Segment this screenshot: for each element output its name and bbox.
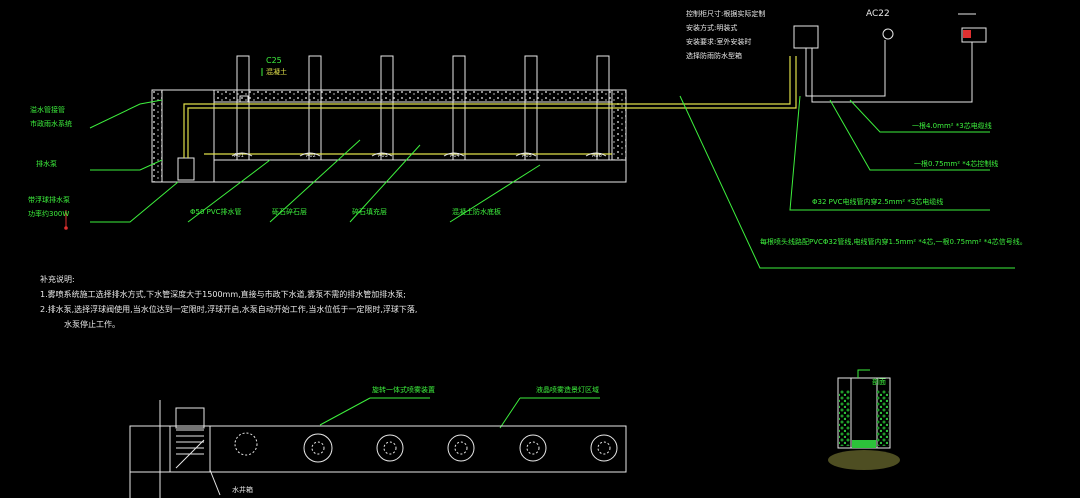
nozzle-tag: A06 (592, 153, 602, 159)
label-cable-075: 一根0.75mm² *4芯控制线 (914, 160, 999, 168)
nozzle-tag: A04 (450, 153, 460, 159)
label-plan-pit: 水井箱 (232, 486, 253, 494)
notes-line-2: 2.排水泵,选择浮球阀使用,当水位达到一定限时,浮球开启,水泵自动开始工作,当水… (40, 305, 418, 314)
pump-body (177, 157, 195, 181)
ac-label: AC22 (866, 9, 890, 19)
left-wall (151, 89, 163, 183)
notes-block: 补充说明: 1.雾喷系统施工选择排水方式,下水管深度大于1500mm,直接与市政… (40, 272, 417, 332)
label-overflow-1: 溢水管接管 (30, 106, 65, 114)
top-gravel (213, 89, 613, 103)
bottom-slab (213, 159, 627, 183)
control-panel (793, 13, 987, 103)
plan-view (129, 400, 627, 498)
red-indicator (963, 30, 971, 38)
label-plan-2: 液晶喷雾造景灯区域 (536, 386, 599, 394)
label-pump: 排水泵 (36, 160, 57, 168)
label-pump-power-2: 功率约300W (28, 210, 70, 218)
label-section: 剖面 (872, 378, 886, 386)
section-view (151, 55, 627, 183)
label-pvc32: Φ32 PVC电线管内穿2.5mm² *3芯电缆线 (812, 198, 944, 206)
nozzle-tag: A02 (306, 153, 316, 159)
control-info: 控制柜尺寸:根据实际定制 安装方式:明装式 安装要求:室外安装时 选择防雨防水型… (686, 10, 766, 60)
leader-lines (89, 68, 1015, 429)
plan-nozzles (234, 432, 618, 463)
concrete-label: 混凝土 (266, 68, 287, 76)
right-wall (611, 89, 627, 161)
label-pvc-drain: Φ50 PVC排水管 (190, 208, 242, 216)
nozzle-tag: A03 (378, 153, 388, 159)
notes-title: 补充说明: (40, 275, 75, 284)
label-long-note: 每根喷头线路配PVCΦ32管线,电线管内穿1.5mm² *4芯,一根0.75mm… (760, 238, 1027, 246)
c25-label: C25 (266, 56, 282, 65)
nozzle-tag: A05 (522, 153, 532, 159)
nozzle-marks (231, 152, 607, 157)
label-gravel-2: 碎石填充层 (352, 208, 387, 216)
label-plan-1: 旋转一体式喷雾装置 (372, 386, 435, 394)
label-overflow-2: 市政雨水系统 (30, 120, 72, 128)
nozzle-tag: A01 (234, 153, 244, 159)
label-gravel-1: 砾石碎石层 (272, 208, 307, 216)
label-bottom-concrete: 混凝土防水底板 (452, 208, 501, 216)
label-cable-4: 一根4.0mm² *3芯电缆线 (912, 122, 992, 130)
notes-line-3: 水泵停止工作。 (64, 320, 120, 329)
pipes (183, 56, 797, 158)
label-pump-power-1: 带浮球排水泵 (28, 196, 70, 204)
notes-line-1: 1.雾喷系统施工选择排水方式,下水管深度大于1500mm,直接与市政下水道,雾泵… (40, 290, 406, 299)
